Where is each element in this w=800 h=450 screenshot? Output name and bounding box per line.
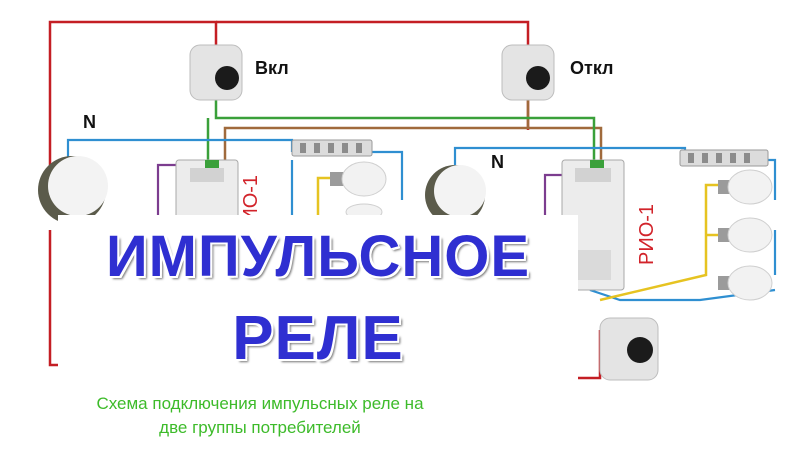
terminal-block-right-icon	[679, 149, 769, 167]
led-bulb-right-1-icon	[718, 169, 773, 205]
brown-wires	[223, 100, 603, 165]
ceiling-lamp-left-icon	[38, 156, 108, 224]
led-bulb-right-3-icon	[718, 265, 773, 301]
relay-right-label: РИО-1	[636, 203, 658, 265]
switch-bottom-icon	[599, 317, 659, 381]
led-bulb-right-2-icon	[718, 217, 773, 253]
switch-on-icon	[189, 44, 243, 101]
switch-off-label: Откл	[570, 58, 614, 78]
led-bulb-left-icon	[330, 161, 387, 197]
ceiling-lamp-right-icon	[425, 165, 486, 225]
neutral-right-label: N	[491, 152, 504, 172]
caption-line-1: Схема подключения импульсных реле на	[96, 394, 424, 413]
title-line-1: ИМПУЛЬСНОЕ	[105, 224, 531, 289]
terminal-block-left-icon	[291, 139, 373, 157]
caption: Схема подключения импульсных реле на две…	[0, 392, 520, 440]
neutral-left-label: N	[83, 112, 96, 132]
yellow-wires	[316, 176, 718, 302]
title-line-2: РЕЛЕ	[232, 304, 404, 373]
ground-wires	[206, 100, 596, 165]
switch-on-label: Вкл	[255, 58, 289, 78]
switch-off-icon	[501, 44, 555, 101]
title-banner: ИМПУЛЬСНОЕ РЕЛЕ	[58, 215, 578, 380]
caption-line-2: две группы потребителей	[159, 418, 361, 437]
